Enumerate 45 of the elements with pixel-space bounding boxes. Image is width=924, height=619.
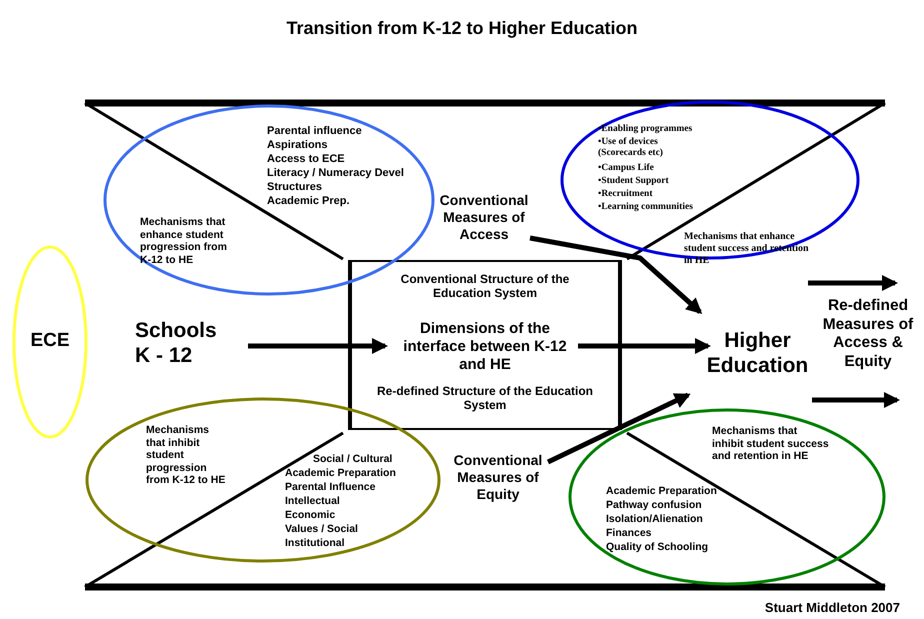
list-item: •Learning communities	[598, 202, 694, 214]
list-item: •Enabling programmes	[598, 124, 694, 136]
list-item: Quality of Schooling	[606, 541, 710, 554]
diagram-title: Transition from K-12 to Higher Education	[285, 18, 639, 40]
measure-label: Conventional Measures of Access	[428, 192, 540, 248]
arrow	[812, 392, 900, 408]
arrow	[530, 236, 702, 314]
list-item: Aspirations	[267, 139, 329, 152]
list-item: •Use of devices (Scorecards etc)	[598, 137, 664, 160]
list-item: Structures	[267, 181, 324, 194]
oval-region	[568, 408, 886, 586]
list-item: Economic	[285, 509, 336, 522]
list-item: Institutional	[285, 537, 346, 550]
list-item: Isolation/Alienation	[606, 513, 704, 526]
list-item: Finances	[606, 527, 653, 540]
oval-region	[12, 245, 88, 439]
list-item: Academic Preparation	[285, 467, 397, 480]
arrow	[546, 392, 691, 464]
arrow	[578, 338, 711, 354]
list-item: Literacy / Numeracy Devel	[267, 167, 405, 180]
oval-region	[85, 397, 441, 563]
list-item: •Campus Life	[598, 163, 655, 174]
list-item: •Recruitment	[598, 189, 654, 200]
mechanism-description: Mechanisms that inhibit student success and retention in HE	[712, 425, 830, 463]
interface-title: Dimensions of the interface between K-12 and HE	[402, 320, 568, 374]
list-item: •Student Support	[598, 176, 670, 188]
list-item: Values / Social	[285, 523, 359, 536]
list-item: Academic Preparation	[606, 485, 718, 498]
mechanism-description: Mechanisms that inhibit student progression from K-12 to HE	[146, 424, 226, 487]
list-item: Parental influence	[267, 125, 363, 138]
author-credit: Stuart Middleton 2007	[764, 600, 900, 616]
arrow	[248, 338, 388, 354]
list-item: Intellectual	[285, 495, 341, 508]
list-item: Social / Cultural	[313, 453, 394, 466]
list-item: Pathway confusion	[606, 499, 703, 512]
measure-label: Schools K - 12	[135, 318, 235, 372]
structure-label: Conventional Structure of the Education System	[400, 272, 570, 301]
measure-label: Conventional Measures of Equity	[442, 452, 554, 508]
list-item: Parental Influence	[285, 481, 376, 494]
structure-label: Re-defined Structure of the Education System	[376, 384, 594, 413]
list-item: Access to ECE	[267, 153, 346, 166]
node-label: ECE	[29, 330, 71, 353]
arrow	[808, 275, 898, 291]
interface-box	[348, 260, 622, 430]
list-item: Academic Prep.	[267, 195, 351, 208]
